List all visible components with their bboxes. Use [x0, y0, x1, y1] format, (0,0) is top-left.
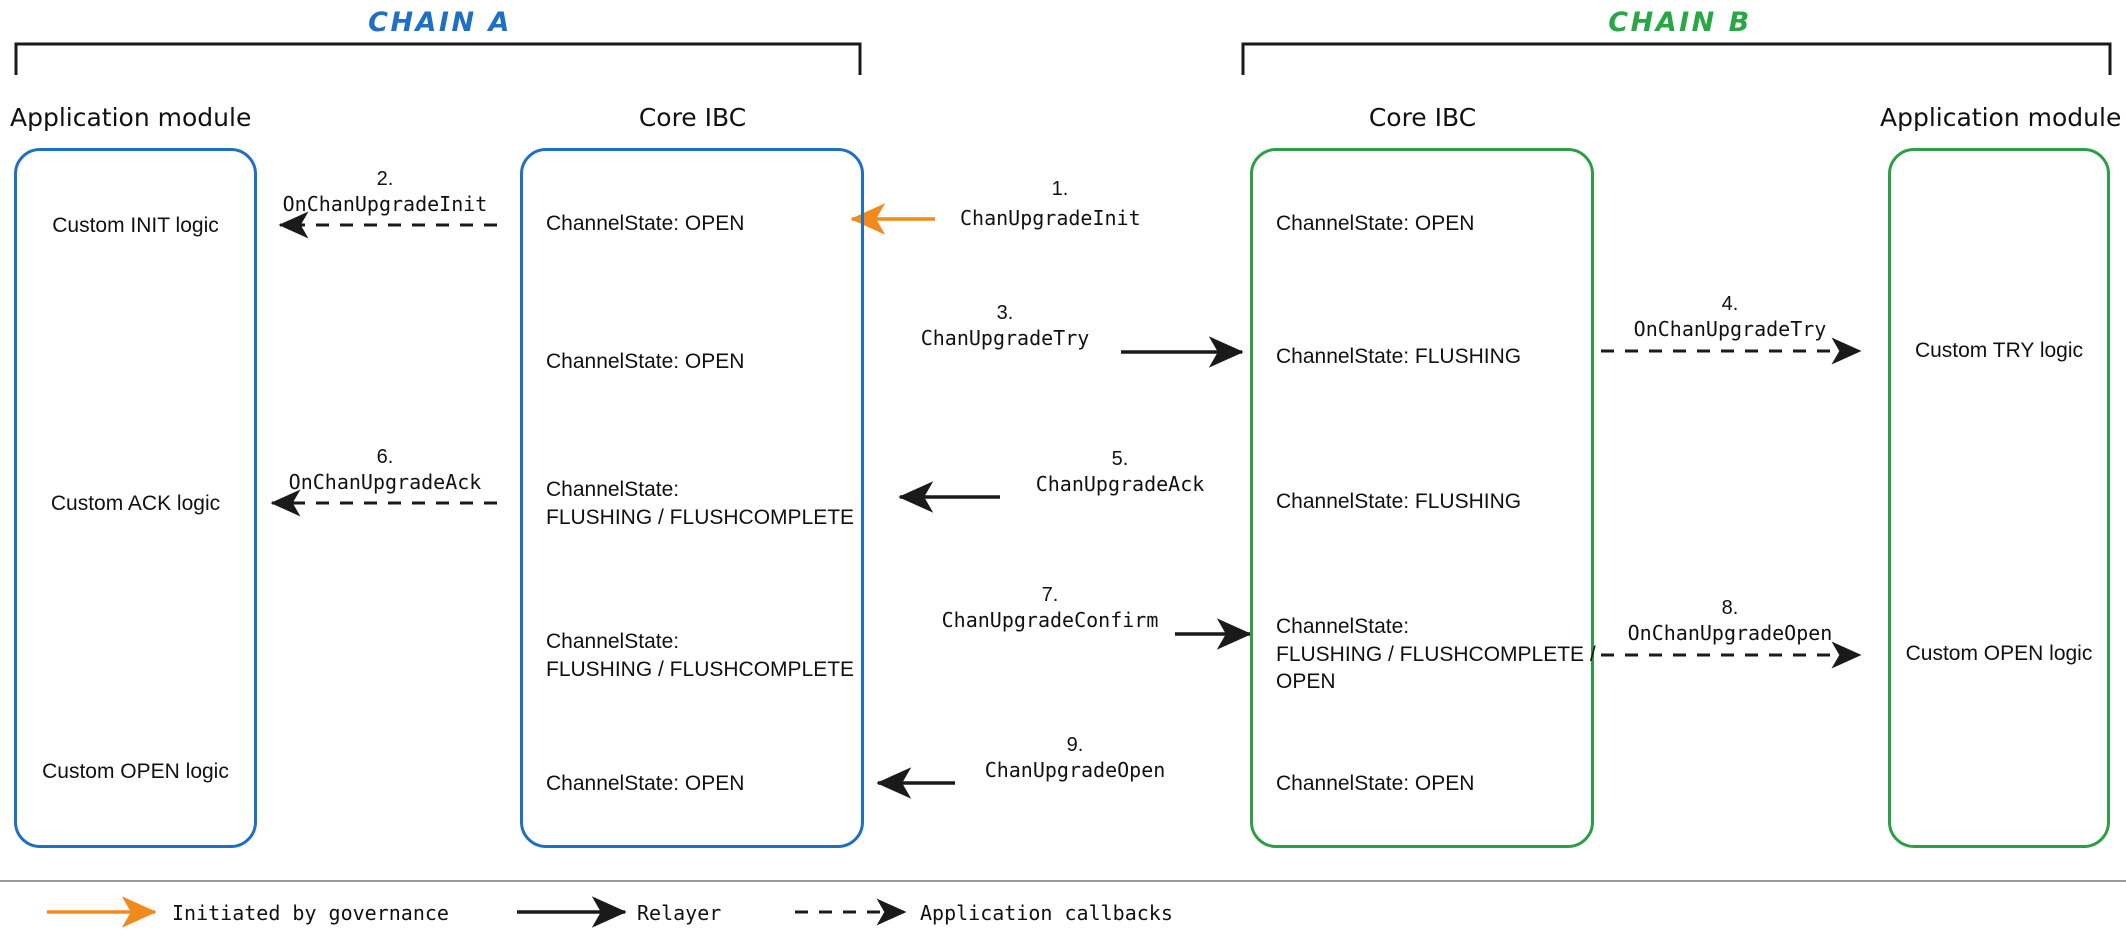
- chain-a-core-state-3: ChannelState: FLUSHING / FLUSHCOMPLETE: [546, 478, 855, 529]
- step-4-number: 4.: [1721, 293, 1739, 315]
- chain-b-app-module-box: [1888, 148, 2110, 848]
- step-1-label: 1.: [890, 177, 1230, 201]
- step-4-name: OnChanUpgradeTry: [1633, 317, 1827, 341]
- chain-a-core-state-5: ChannelState: OPEN: [546, 772, 745, 795]
- chain-b-bracket: [1241, 42, 2112, 75]
- step-3-name: ChanUpgradeTry: [920, 326, 1090, 350]
- step-8-number: 8.: [1721, 597, 1739, 619]
- step-8-label: 8. OnChanUpgradeOpen: [1600, 596, 1860, 646]
- chain-a-app-entry-open: Custom OPEN logic: [42, 760, 229, 783]
- chain-b-core-state-1: ChannelState: OPEN: [1276, 212, 1475, 235]
- step-7-number: 7.: [1041, 584, 1059, 606]
- chain-a-core-ibc-box: [520, 148, 864, 848]
- legend-label-governance: Initiated by governance: [172, 901, 449, 925]
- step-2-name: OnChanUpgradeInit: [282, 192, 488, 216]
- chain-b-app-entry-open: Custom OPEN logic: [1905, 642, 2093, 665]
- step-1-name: ChanUpgradeInit: [960, 206, 1141, 230]
- column-caption-chain-b-app-module: Application module: [1880, 103, 2122, 132]
- column-caption-chain-b-core-ibc: Core IBC: [1368, 103, 1477, 132]
- step-7-name: ChanUpgradeConfirm: [941, 608, 1159, 632]
- step-5-name: ChanUpgradeAck: [1035, 472, 1205, 496]
- chain-a-bracket: [14, 42, 862, 75]
- chain-a-app-module-box: [14, 148, 257, 848]
- step-9-number: 9.: [1066, 734, 1084, 756]
- chain-b-core-state-5: ChannelState: OPEN: [1276, 772, 1475, 795]
- step-9-name: ChanUpgradeOpen: [984, 758, 1166, 782]
- step-1-name-wrap: ChanUpgradeInit: [960, 205, 1141, 231]
- chain-b-title: CHAIN B: [1608, 7, 1752, 38]
- chain-b-core-ibc-box: [1250, 148, 1594, 848]
- column-caption-chain-a-core-ibc: Core IBC: [638, 103, 747, 132]
- chain-b-core-state-2: ChannelState: FLUSHING: [1276, 345, 1522, 368]
- step-2-label: 2. OnChanUpgradeInit: [270, 167, 500, 217]
- chain-a-app-entry-ack: Custom ACK logic: [50, 492, 221, 515]
- step-7-label: 7. ChanUpgradeConfirm: [925, 583, 1175, 633]
- step-4-label: 4. OnChanUpgradeTry: [1600, 292, 1860, 342]
- chain-a-core-state-2: ChannelState: OPEN: [546, 350, 745, 373]
- chain-b-core-state-4: ChannelState: FLUSHING / FLUSHCOMPLETE /…: [1276, 615, 1596, 694]
- chain-b-app-entry-try: Custom TRY logic: [1914, 339, 2084, 362]
- chain-a-title: CHAIN A: [368, 7, 512, 38]
- step-6-label: 6. OnChanUpgradeAck: [270, 445, 500, 495]
- legend-label-callbacks: Application callbacks: [920, 901, 1173, 925]
- step-6-name: OnChanUpgradeAck: [288, 470, 482, 494]
- chain-a-core-state-1: ChannelState: OPEN: [546, 212, 745, 235]
- chain-a-app-entry-init: Custom INIT logic: [52, 214, 219, 237]
- step-3-number: 3.: [996, 302, 1014, 324]
- chain-a-core-state-4: ChannelState: FLUSHING / FLUSHCOMPLETE: [546, 630, 855, 681]
- chain-b-core-state-3: ChannelState: FLUSHING: [1276, 490, 1522, 513]
- step-5-label: 5. ChanUpgradeAck: [1000, 447, 1240, 497]
- legend-label-relayer: Relayer: [637, 901, 722, 925]
- step-2-number: 2.: [376, 168, 394, 190]
- legend-divider: [0, 880, 2126, 882]
- step-3-label: 3. ChanUpgradeTry: [880, 301, 1130, 351]
- step-9-label: 9. ChanUpgradeOpen: [955, 733, 1195, 783]
- step-5-number: 5.: [1111, 448, 1129, 470]
- column-caption-chain-a-app-module: Application module: [10, 103, 252, 132]
- step-8-name: OnChanUpgradeOpen: [1627, 621, 1833, 645]
- step-6-number: 6.: [376, 446, 394, 468]
- step-1-number: 1.: [1051, 178, 1069, 200]
